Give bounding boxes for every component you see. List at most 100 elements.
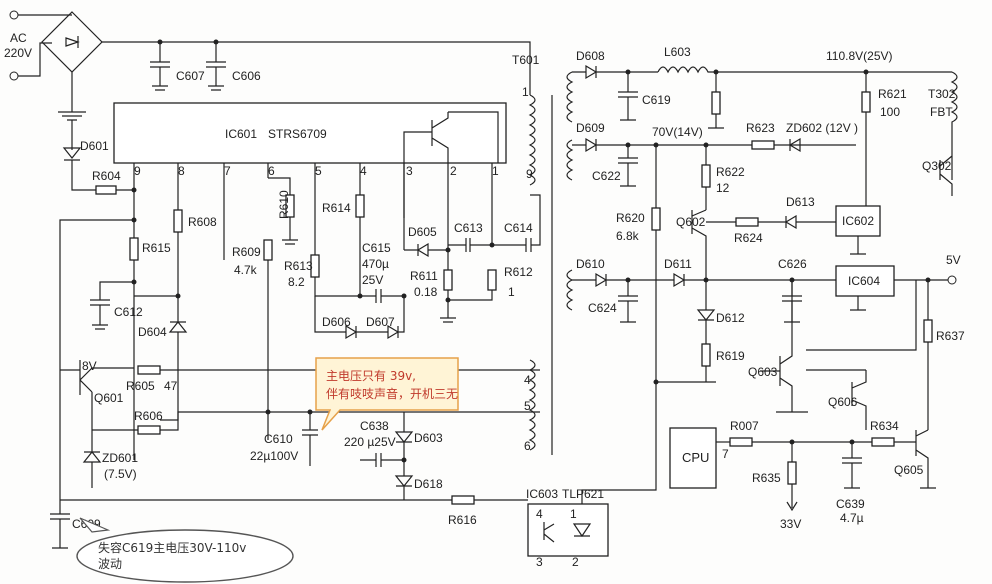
capacitor-c607: C607 bbox=[150, 42, 205, 91]
svg-text:2: 2 bbox=[572, 555, 579, 569]
diode-d606: D606 bbox=[314, 296, 358, 340]
resistor-r635: R635 33V bbox=[752, 442, 801, 531]
ic601-block: IC601 STRS6709 9 8 7 6 5 4 3 2 1 bbox=[113, 102, 507, 218]
svg-text:D605: D605 bbox=[408, 225, 437, 239]
resistor-r613: R613 8.2 bbox=[284, 254, 360, 297]
svg-text:100: 100 bbox=[880, 105, 900, 119]
svg-text:TLP621: TLP621 bbox=[562, 487, 604, 501]
svg-text:C624: C624 bbox=[588, 301, 617, 315]
svg-text:5V: 5V bbox=[946, 253, 961, 267]
svg-text:IC602: IC602 bbox=[842, 214, 874, 228]
diode-d603: D603 bbox=[394, 412, 443, 476]
svg-text:1: 1 bbox=[508, 285, 515, 299]
svg-text:R624: R624 bbox=[734, 231, 763, 245]
ic601-ref: IC601 bbox=[225, 127, 257, 141]
svg-text:4: 4 bbox=[536, 507, 543, 521]
svg-text:C619: C619 bbox=[642, 93, 671, 107]
svg-text:4.7k: 4.7k bbox=[234, 263, 258, 277]
resistor-r608: R608 bbox=[173, 209, 217, 322]
svg-text:C614: C614 bbox=[504, 221, 533, 235]
svg-text:5: 5 bbox=[315, 164, 322, 178]
zener-zd602: ZD602 (12V ) bbox=[786, 121, 858, 153]
capacitor-c613: C613 bbox=[448, 221, 492, 252]
svg-text:6: 6 bbox=[268, 164, 275, 178]
svg-text:D618: D618 bbox=[414, 477, 443, 491]
svg-text:9: 9 bbox=[134, 164, 141, 178]
svg-text:Q603: Q603 bbox=[748, 365, 778, 379]
svg-text:R634: R634 bbox=[870, 419, 899, 433]
svg-text:D607: D607 bbox=[366, 315, 395, 329]
svg-text:C613: C613 bbox=[454, 221, 483, 235]
capacitor-c612: C612 bbox=[90, 281, 143, 330]
svg-text:R621: R621 bbox=[878, 87, 907, 101]
svg-text:220 µ25V: 220 µ25V bbox=[344, 435, 396, 449]
svg-text:R635: R635 bbox=[752, 471, 781, 485]
svg-text:C638: C638 bbox=[360, 419, 389, 433]
resistor-bleeder bbox=[711, 91, 721, 115]
cpu-label: CPU bbox=[682, 450, 709, 465]
svg-text:4: 4 bbox=[360, 164, 367, 178]
resistor-r637: R637 bbox=[923, 280, 965, 430]
svg-text:4: 4 bbox=[524, 373, 531, 387]
resistor-r611: R611 0.18 bbox=[410, 269, 456, 323]
svg-text:(7.5V): (7.5V) bbox=[104, 467, 137, 481]
svg-text:7: 7 bbox=[224, 164, 231, 178]
svg-text:Q302: Q302 bbox=[922, 159, 952, 173]
svg-text:R622: R622 bbox=[716, 165, 745, 179]
svg-text:R610: R610 bbox=[277, 190, 291, 219]
transistor-q603: Q603 bbox=[748, 280, 808, 413]
transistor-q606: Q606 bbox=[806, 369, 867, 430]
resistor-r604: R604 bbox=[92, 169, 136, 195]
diode-d608: D608 bbox=[572, 49, 658, 80]
svg-text:8.2: 8.2 bbox=[288, 275, 305, 289]
cpu-block: CPU 7 bbox=[669, 427, 730, 489]
svg-text:R604: R604 bbox=[92, 169, 121, 183]
svg-text:D613: D613 bbox=[786, 195, 815, 209]
svg-text:4.7µ: 4.7µ bbox=[840, 511, 864, 525]
callout-c619-text: 失容C619主电压30V-110v 波动 bbox=[98, 540, 250, 571]
diode-d604: D604 bbox=[138, 321, 188, 421]
diode-d610: D610 bbox=[572, 257, 674, 288]
svg-text:IC603: IC603 bbox=[526, 487, 558, 501]
svg-text:R605: R605 bbox=[126, 379, 155, 393]
svg-text:22µ100V: 22µ100V bbox=[250, 449, 298, 463]
ic601-part: STRS6709 bbox=[268, 127, 327, 141]
svg-text:6: 6 bbox=[524, 439, 531, 453]
junction-dots bbox=[131, 39, 931, 463]
inductor-l603: L603 bbox=[657, 45, 952, 74]
ac-input: AC 220V bbox=[4, 10, 72, 81]
svg-text:2: 2 bbox=[450, 164, 457, 178]
svg-text:L603: L603 bbox=[664, 45, 691, 59]
svg-text:R611: R611 bbox=[410, 269, 438, 283]
svg-text:R615: R615 bbox=[142, 241, 171, 255]
resistor-r622: R622 12 bbox=[701, 145, 745, 210]
svg-text:Q602: Q602 bbox=[676, 215, 706, 229]
svg-text:D612: D612 bbox=[716, 311, 745, 325]
svg-text:C606: C606 bbox=[232, 69, 261, 83]
resistor-r615: R615 bbox=[129, 237, 171, 261]
svg-text:9: 9 bbox=[526, 167, 533, 181]
resistor-r619: R619 bbox=[701, 343, 745, 382]
resistor-r621: R621 100 bbox=[861, 72, 907, 210]
diode-d611: D611 bbox=[664, 257, 836, 288]
svg-text:FBT: FBT bbox=[930, 105, 953, 119]
svg-text:0.18: 0.18 bbox=[414, 285, 438, 299]
svg-text:D603: D603 bbox=[414, 431, 443, 445]
capacitor-c619: C619 bbox=[618, 72, 671, 121]
svg-text:R612: R612 bbox=[504, 265, 533, 279]
capacitor-c639: C639 4.7µ bbox=[836, 442, 865, 525]
svg-text:R616: R616 bbox=[448, 513, 477, 527]
capacitor-c615: C615 470µ 25V bbox=[360, 241, 404, 303]
svg-text:C610: C610 bbox=[264, 432, 293, 446]
diode-d612: D612 bbox=[696, 255, 745, 344]
svg-text:33V: 33V bbox=[780, 517, 801, 531]
resistor-r623: R623 bbox=[746, 121, 775, 150]
fbt-t302: T302 FBT Q302 bbox=[922, 71, 958, 196]
svg-text:3: 3 bbox=[406, 164, 413, 178]
resistor-r609: R609 4.7k bbox=[232, 239, 273, 440]
svg-text:R637: R637 bbox=[936, 329, 965, 343]
diode-d609: D609 bbox=[572, 121, 856, 153]
capacitor-c609: C609 bbox=[50, 219, 134, 549]
